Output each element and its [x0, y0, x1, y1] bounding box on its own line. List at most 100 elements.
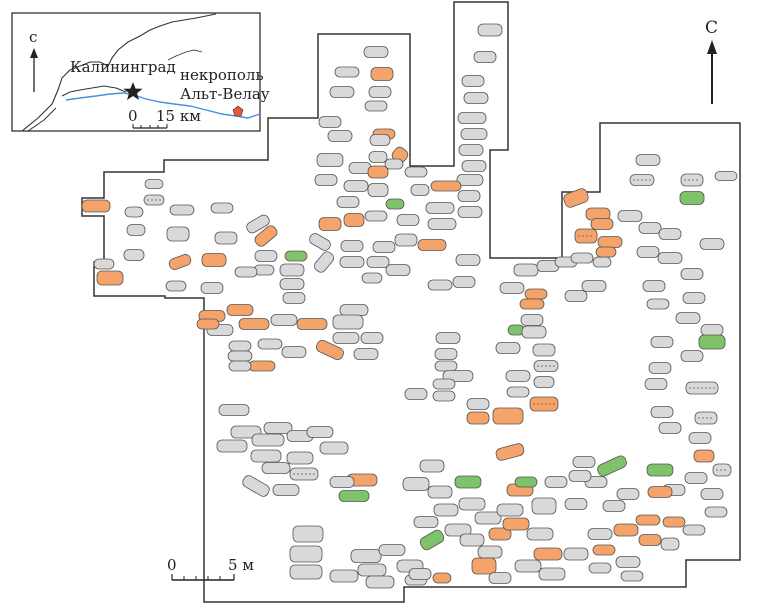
grave-pit	[638, 222, 662, 234]
grave-pit-orange	[495, 443, 525, 461]
grave-pit-green	[385, 198, 405, 210]
grave-pit	[367, 183, 389, 197]
grave-pit	[210, 202, 234, 214]
inset-north-arrow-head	[30, 48, 38, 58]
grave-pit-orange	[471, 557, 497, 575]
grave-pit	[329, 569, 359, 583]
grave-pit	[368, 86, 392, 98]
grave-pit	[329, 86, 355, 98]
grave-pit-orange	[647, 486, 673, 498]
grave-pit	[292, 525, 324, 543]
grave-pit	[263, 422, 293, 434]
grave-pit	[506, 386, 530, 398]
grave-pit-orange	[613, 523, 639, 537]
grave-pit	[620, 570, 644, 582]
grave-pit	[477, 545, 503, 559]
grave-pit	[408, 568, 432, 580]
shore-line	[61, 85, 127, 97]
grave-pit	[126, 224, 146, 236]
coastline	[21, 13, 217, 132]
grave-pit	[473, 51, 497, 63]
grave-pit	[458, 497, 486, 511]
grave-pit-orange	[635, 514, 661, 526]
grave-pit-orange	[432, 572, 452, 584]
grave-pit	[427, 485, 453, 499]
grave-pit	[289, 545, 323, 563]
grave-pit	[644, 378, 668, 390]
grave-pit	[234, 266, 258, 278]
grave-pit	[433, 503, 459, 517]
grave-pit	[568, 470, 592, 482]
grave-pit	[410, 184, 430, 196]
grave-pit-orange	[370, 67, 394, 81]
grave-pit	[143, 194, 165, 206]
grave-pit	[289, 467, 319, 481]
inset-map: с Калининград некрополь Альт-Велау 0 15 …	[11, 12, 270, 132]
grave-pit	[616, 488, 640, 500]
grave-pit	[456, 174, 484, 186]
grave-pit	[368, 151, 388, 163]
grave-pit	[306, 426, 334, 438]
grave-pit	[531, 497, 557, 515]
grave-pit-orange	[238, 318, 270, 330]
grave-pit	[365, 575, 395, 589]
grave-pit	[513, 263, 539, 277]
grave-pit	[564, 498, 588, 510]
grave-pit	[350, 549, 382, 563]
grave-pit	[499, 282, 525, 294]
grave-pit-orange	[316, 339, 344, 361]
grave-pit	[538, 567, 566, 581]
grave-pit	[688, 432, 712, 444]
grave-pit	[378, 544, 406, 556]
grave-pit-green	[514, 476, 538, 488]
grave-pit	[452, 276, 476, 288]
grave-pit-orange	[519, 298, 545, 310]
grave-pit	[699, 238, 725, 250]
grave-pit	[200, 282, 224, 294]
grave-pit-orange	[96, 270, 124, 286]
grave-pit	[434, 360, 458, 372]
grave-pit-green	[338, 490, 370, 502]
grave-pit	[675, 312, 701, 324]
main-scale-value: 5 м	[228, 556, 254, 574]
main-scale-zero: 0	[167, 556, 177, 574]
grave-pit-orange	[524, 288, 548, 300]
grave-pit	[505, 370, 531, 382]
grave-pit-orange	[595, 246, 617, 258]
grave-pit	[363, 46, 389, 58]
grave-pit-orange	[492, 407, 524, 425]
pregolya-river	[65, 92, 261, 119]
grave-pit	[396, 214, 420, 226]
grave-pit	[227, 350, 253, 362]
city-label: Калининград	[70, 58, 176, 76]
grave-pit	[319, 441, 349, 455]
grave-pit-orange	[533, 547, 563, 561]
grave-pit	[228, 340, 252, 352]
grave-pit	[570, 252, 594, 264]
grave-pit	[682, 524, 706, 536]
grave-pit	[413, 516, 439, 528]
grave-pit	[521, 325, 547, 339]
spit-line	[27, 107, 57, 132]
grave-pit	[457, 206, 483, 218]
grave-pit	[332, 332, 360, 344]
grave-pit	[228, 360, 252, 372]
grave-pit-orange	[248, 360, 276, 372]
grave-pit	[427, 279, 453, 291]
grave-pit	[463, 92, 489, 104]
grave-pit	[281, 346, 307, 358]
grave-pit-orange	[466, 411, 490, 425]
grave-pit	[495, 342, 521, 354]
grave-pit	[286, 451, 314, 465]
grave-pit	[544, 476, 568, 488]
grave-pit-orange	[590, 218, 614, 230]
grave-pit	[432, 378, 456, 390]
grave-pit-orange	[430, 180, 462, 192]
site-label-line1: некрополь	[180, 66, 264, 84]
grave-pit	[216, 439, 248, 453]
grave-pit	[166, 226, 190, 242]
grave-pit	[615, 556, 641, 568]
grave-pit	[684, 472, 708, 484]
grave-pit	[427, 218, 457, 230]
